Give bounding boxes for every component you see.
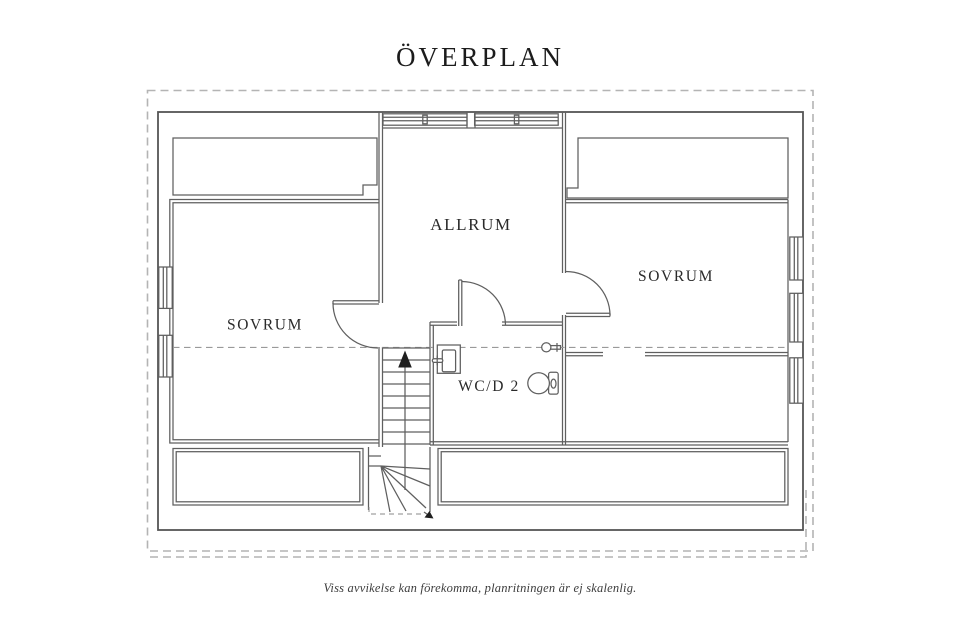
wall-fixture-icon [541,342,562,353]
stair-direction-arrowhead [424,511,434,519]
interior-walls [169,112,789,506]
room-label-sovrum-right: SOVRUM [638,268,714,285]
door-swing-icon [332,300,379,349]
dashed-border [146,89,814,558]
page-title: ÖVERPLAN [395,42,564,72]
room-label-sovrum-left: SOVRUM [227,317,303,334]
dormer-windows [382,112,562,129]
window-icon [158,334,173,378]
toilet-icon [527,371,559,395]
door-swing-icon [565,270,611,318]
window-icon [158,266,173,310]
window-icon [382,113,468,126]
room-label-allrum: ALLRUM [430,215,511,234]
room-label-wc: WC/D 2 [458,378,520,395]
window-icon [789,292,804,343]
window-icon [789,236,804,281]
stair-cut-dashed-line [368,507,424,515]
up-arrow-icon [398,350,412,490]
staircase [367,347,434,519]
window-icon [473,113,559,126]
door-swing-icon [458,279,507,326]
sink-icon [431,344,461,374]
disclaimer-text: Viss avvikelse kan förekomma, planritnin… [323,581,637,595]
window-icon [789,357,804,404]
